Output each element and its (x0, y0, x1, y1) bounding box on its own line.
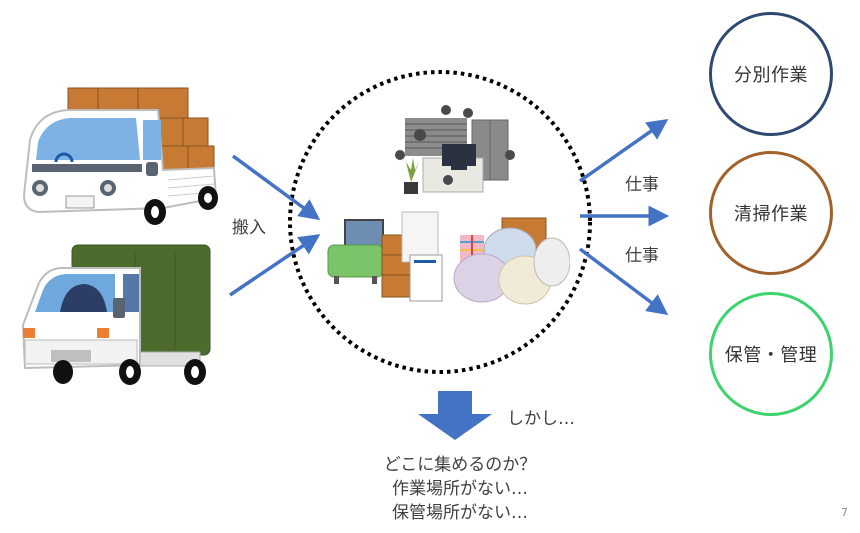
junk-pile-illustration (327, 105, 570, 305)
problem-line-where: どこに集めるのか？ (383, 455, 537, 475)
page-number: 7 (841, 506, 848, 519)
inbound-arrow-top (231, 154, 321, 221)
problem-line-no-workspace: 作業場所がない… (392, 479, 528, 499)
task-label-cleaning: 清掃作業 (734, 204, 808, 225)
pickup-truck-illustration (22, 87, 218, 225)
outbound-arrow-up (578, 118, 669, 183)
work-label-upper: 仕事 (625, 175, 659, 195)
garbage-bags-cluster (453, 217, 570, 305)
dotted-circle (288, 70, 592, 374)
outbound-arrow-down (578, 247, 669, 316)
inbound-label: 搬入 (232, 218, 266, 238)
task-label-storage: 保管・管理 (724, 345, 818, 366)
inbound-arrow-bottom (229, 234, 321, 297)
problem-line-no-storage: 保管場所がない… (392, 503, 528, 523)
task-label-sorting: 分別作業 (734, 65, 808, 86)
work-label-lower: 仕事 (625, 246, 659, 266)
down-block-arrow (418, 391, 492, 440)
covered-truck-illustration (21, 244, 211, 385)
task-circle-cleaning: 清掃作業 (709, 151, 833, 275)
however-text: しかし… (507, 409, 575, 429)
tv-sofa-drawer-cluster (327, 211, 443, 302)
dirty-office-cluster (395, 105, 515, 194)
task-circle-sorting: 分別作業 (709, 12, 833, 136)
task-circle-storage: 保管・管理 (709, 292, 833, 416)
